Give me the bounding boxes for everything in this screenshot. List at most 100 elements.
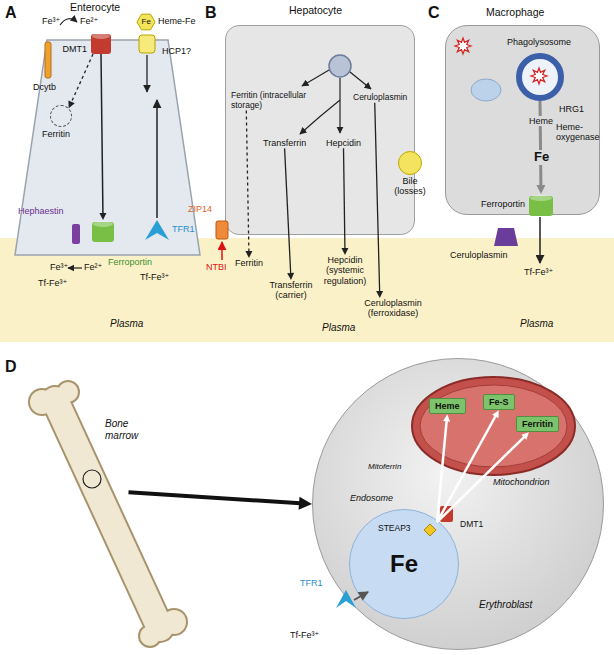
transporter-shape xyxy=(92,220,114,242)
callout-label: HRG1 xyxy=(559,104,584,114)
node-label: Ferritin xyxy=(522,419,553,429)
node-label: Ceruloplasmin xyxy=(353,93,407,103)
callout-label: Plasma xyxy=(322,322,355,334)
node-label: Enterocyte xyxy=(70,1,120,13)
particle-star xyxy=(455,38,471,54)
arrowhead xyxy=(376,291,383,298)
bone-shaft xyxy=(55,400,160,628)
callout-label: C xyxy=(428,4,440,22)
protein-label: Hepcidin xyxy=(326,138,361,148)
transporter-shape xyxy=(91,32,111,54)
protein-label: Ceruloplasmin xyxy=(353,93,407,103)
connector-line xyxy=(129,492,305,503)
product-box: Heme xyxy=(429,398,466,414)
node-label: Fe-S xyxy=(489,397,509,407)
node-label: Ferroportin xyxy=(108,257,152,267)
transporter-top xyxy=(92,33,110,39)
hcp1-symbol xyxy=(139,35,155,53)
protein-label: Transferrin (carrier) xyxy=(265,280,317,301)
transporter-shape xyxy=(529,194,553,216)
node-label: Ferritin xyxy=(235,258,263,268)
particle-star xyxy=(531,68,547,84)
bone-knob xyxy=(162,610,186,634)
dcytb-symbol xyxy=(45,42,51,78)
node-label: Ferroportin xyxy=(481,199,525,209)
callout-label: Fe³⁺ xyxy=(42,16,60,26)
node-label: Ferritin (intracellular storage) xyxy=(231,91,333,111)
callout-label: Heme xyxy=(527,116,555,126)
bile-circle: Bile (losses) xyxy=(398,151,422,175)
callout-label: Fe²⁺ xyxy=(84,262,102,272)
callout-label: Plasma xyxy=(110,318,143,330)
callout-label: Ceruloplasmin xyxy=(450,250,508,260)
bone: Bone marrow xyxy=(20,378,195,650)
bone-shaft xyxy=(55,400,160,628)
product-box: Fe-S xyxy=(483,394,515,410)
callout-label: ZIP14 xyxy=(188,204,212,214)
ceruloplasmin-symbol xyxy=(494,228,518,246)
callout-label: NTBI xyxy=(206,262,227,272)
uptake-arrow xyxy=(146,55,147,92)
transporter-top xyxy=(530,195,552,201)
callout-label: Hephaestin xyxy=(18,206,64,216)
magnifier-circle xyxy=(83,470,101,488)
cell-outline xyxy=(15,40,200,255)
arrowhead xyxy=(245,251,252,258)
transporter-body xyxy=(92,222,114,242)
transporter-body xyxy=(91,34,111,54)
vesicle xyxy=(471,79,501,101)
node-label: Ferritin xyxy=(42,129,70,139)
mitochondrion-inner xyxy=(420,385,567,467)
hephaestin-symbol xyxy=(72,224,80,244)
callout-label: STEAP3 xyxy=(378,524,411,534)
callout-label: Tf-Fe³⁺ xyxy=(38,278,67,288)
callout-label: Fe³⁺ xyxy=(50,262,68,272)
node-label: Transferrin (carrier) xyxy=(265,280,317,301)
bone-knob xyxy=(58,382,78,402)
node-label: Bone marrow xyxy=(105,418,161,441)
ntbi-arrow xyxy=(221,242,223,260)
callout-label: Heme-Fe xyxy=(158,16,196,26)
callout-label: A xyxy=(5,4,17,22)
node-label: Phagolysosome xyxy=(507,37,571,47)
organelle xyxy=(329,55,351,77)
arrowhead xyxy=(287,273,294,280)
callout-label: HCP1? xyxy=(162,46,191,56)
node-label: DMT1 xyxy=(63,44,88,54)
reduction-arrow xyxy=(60,19,77,25)
callout-label: DMT1 xyxy=(460,520,483,530)
node-label: Hepcidin xyxy=(326,138,361,148)
cell: HepatocyteFerritin (intracellular storag… xyxy=(225,25,415,235)
callout-label: TFR1 xyxy=(300,578,323,588)
product-box: Ferritin xyxy=(516,416,559,432)
node-label: Macrophage xyxy=(486,6,544,18)
callout-label: Fe xyxy=(532,150,551,165)
callout-label: Tf-Fe³⁺ xyxy=(524,267,553,277)
transporter: Ferroportin xyxy=(92,220,114,242)
callout-label: Plasma xyxy=(520,318,553,330)
protein-label: Ferritin (intracellular storage) xyxy=(231,91,333,111)
node-label: Endosome xyxy=(350,493,393,503)
cell: ErythroblastEndosomeFeMitochondrionHemeF… xyxy=(312,358,604,650)
arrowhead xyxy=(299,497,312,510)
callout-label: Dcytb xyxy=(33,82,56,92)
protein-label: Hepcidin (systemic regulation) xyxy=(318,255,372,286)
oxidation-arrow xyxy=(68,267,82,268)
arrowhead xyxy=(341,248,348,255)
callout-label: D xyxy=(5,358,17,376)
bone-knob xyxy=(30,390,54,414)
export-arrow xyxy=(539,217,541,263)
mitochondrion-outer xyxy=(412,377,575,475)
particle-star xyxy=(455,38,471,54)
node-label: Mitochondrion xyxy=(493,477,550,487)
callout-label: Tf-Fe³⁺ xyxy=(290,630,319,640)
node-label: Heme xyxy=(435,401,460,411)
transporter: DMT1 xyxy=(91,32,111,54)
callout-label: TFR1 xyxy=(172,224,195,234)
protein-label: Transferrin xyxy=(263,138,306,148)
callout-label: Fe²⁺ xyxy=(80,16,98,26)
zip14-symbol xyxy=(216,221,228,239)
mitochondrion: MitochondrionHemeFe-SFerritin xyxy=(411,376,576,476)
cell: MacrophagePhagolysosomeFerroportin xyxy=(445,25,600,215)
node-label: Hepatocyte xyxy=(289,4,342,16)
